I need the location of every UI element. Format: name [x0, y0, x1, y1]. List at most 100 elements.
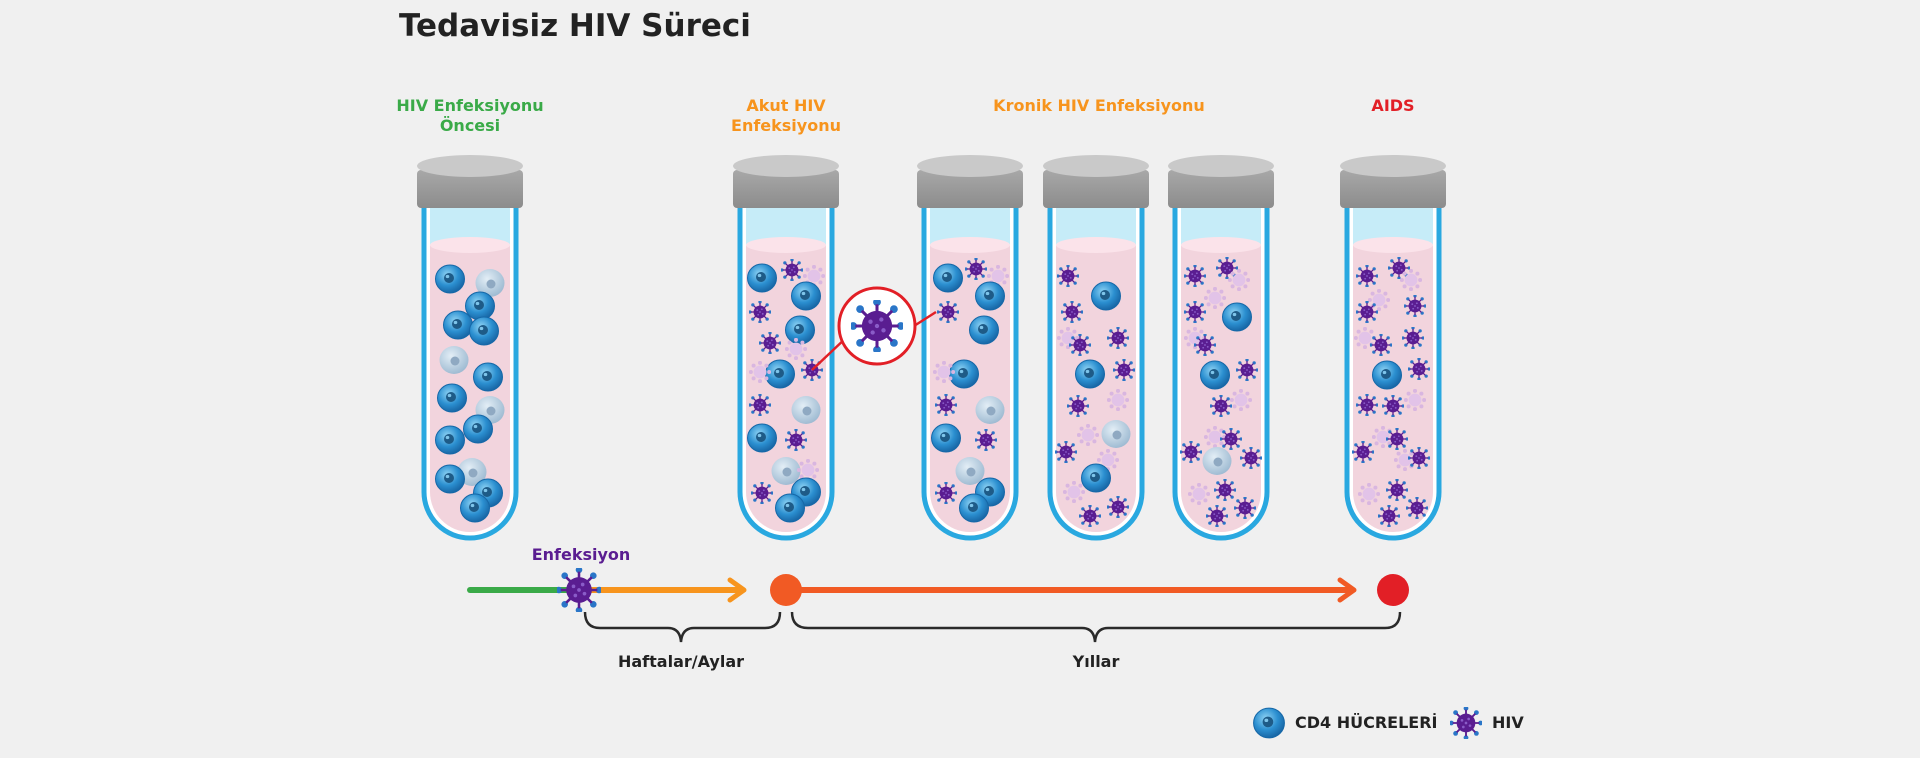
hiv-particle-faded [1188, 483, 1210, 505]
tube-cap [1043, 170, 1149, 208]
tube-cap [417, 170, 523, 208]
page-title: Tedavisiz HIV Süreci [399, 8, 751, 44]
hiv-particle [965, 258, 987, 280]
test-tube-5 [1168, 155, 1274, 541]
tube-liquid-surface [1056, 237, 1136, 253]
legend-hiv-icon [1450, 707, 1482, 739]
tube-cap-top [417, 155, 523, 177]
legend-cd4-icon [1253, 707, 1285, 739]
stage-label-pre-line2: Öncesi [439, 116, 501, 135]
hiv-particle [1356, 394, 1378, 416]
tube-cap [1340, 170, 1446, 208]
tube-cap-top [1043, 155, 1149, 177]
hiv-particle [1069, 334, 1091, 356]
hiv-particle [1356, 265, 1378, 287]
cd4-cell [463, 414, 493, 444]
hiv-particle [1234, 497, 1256, 519]
cd4-cell-dying [771, 457, 801, 485]
tube-cap-top [733, 155, 839, 177]
hiv-particle [1206, 505, 1228, 527]
hiv-particle [1386, 428, 1408, 450]
hiv-particle-faded [1204, 287, 1226, 309]
hiv-particle [935, 482, 957, 504]
test-tube-6 [1340, 155, 1446, 541]
cd4-cell [465, 291, 495, 321]
cd4-cell-dying [1202, 447, 1232, 475]
hiv-particle [1402, 327, 1424, 349]
tube-liquid-surface [930, 237, 1010, 253]
hiv-particle [1055, 441, 1077, 463]
stage-label-chronic: Kronik HIV Enfeksiyonu [993, 96, 1205, 116]
hiv-particle [1236, 359, 1258, 381]
tube-cap-top [1168, 155, 1274, 177]
stage-label-pre-infection: HIV Enfeksiyonu Öncesi [396, 96, 543, 136]
hiv-particle [1408, 447, 1430, 469]
cd4-cell [460, 493, 490, 523]
period-label-years: Yıllar [1072, 652, 1120, 671]
cd4-cell [435, 264, 465, 294]
stage-label-aids-line1: AIDS [1371, 96, 1415, 115]
period-label-weeks-months: Haftalar/Aylar [617, 652, 745, 671]
test-tubes [417, 155, 1446, 541]
tube-liquid-surface [1181, 237, 1261, 253]
test-tube-4 [1043, 155, 1149, 541]
hiv-particle [1356, 301, 1378, 323]
cd4-cell [969, 315, 999, 345]
cd4-cell [765, 359, 795, 389]
cd4-cell [791, 281, 821, 311]
cd4-cell [1222, 302, 1252, 332]
stage-label-acute: Akut HIV Enfeksiyonu [731, 96, 841, 136]
cd4-cell [437, 383, 467, 413]
cd4-cell [1075, 359, 1105, 389]
cd4-cell [435, 464, 465, 494]
hiv-zoom-callout [811, 286, 937, 371]
hiv-particle-faded [1077, 424, 1099, 446]
cd4-cell [949, 359, 979, 389]
stage-label-acute-line1: Akut HIV [746, 96, 826, 115]
hiv-particle-faded [1230, 389, 1252, 411]
hiv-particle [1180, 441, 1202, 463]
stage-label-aids: AIDS [1371, 96, 1414, 116]
hiv-particle [1378, 505, 1400, 527]
hiv-particle [1382, 395, 1404, 417]
cd4-cell [435, 425, 465, 455]
cd4-cell [1200, 360, 1230, 390]
hiv-particle-faded [1400, 269, 1422, 291]
cd4-cell [959, 493, 989, 523]
hiv-particle [935, 394, 957, 416]
hiv-particle [975, 429, 997, 451]
cd4-cell [975, 281, 1005, 311]
stage-label-pre-line1: HIV Enfeksiyonu [396, 96, 544, 115]
hiv-particle [785, 429, 807, 451]
cd4-cell [785, 315, 815, 345]
tube-liquid-surface [746, 237, 826, 253]
hiv-particle [1057, 265, 1079, 287]
hiv-particle-zoomed [851, 300, 903, 352]
hiv-particle [1113, 359, 1135, 381]
cd4-cell [747, 263, 777, 293]
tube-air [1353, 207, 1433, 245]
tube-air [746, 207, 826, 245]
stage-label-acute-line2: Enfeksiyonu [731, 116, 841, 135]
hiv-particle [1067, 395, 1089, 417]
hiv-particle [751, 482, 773, 504]
tube-cap [917, 170, 1023, 208]
hiv-particle [759, 332, 781, 354]
hiv-particle [1406, 497, 1428, 519]
cd4-cell [775, 493, 805, 523]
hiv-particle [1370, 334, 1392, 356]
brace-years [790, 611, 1402, 643]
cd4-cell [1091, 281, 1121, 311]
tube-cap [1168, 170, 1274, 208]
hiv-particle-faded [785, 338, 807, 360]
cd4-cell [747, 423, 777, 453]
cd4-cell-dying [955, 457, 985, 485]
timeline [467, 568, 1409, 643]
callout-line-right [913, 310, 937, 328]
hiv-particle [1061, 301, 1083, 323]
tube-cap [733, 170, 839, 208]
hiv-particle [749, 394, 771, 416]
legend-hiv-label: HIV [1492, 713, 1524, 732]
cd4-cell-dying [791, 396, 821, 424]
